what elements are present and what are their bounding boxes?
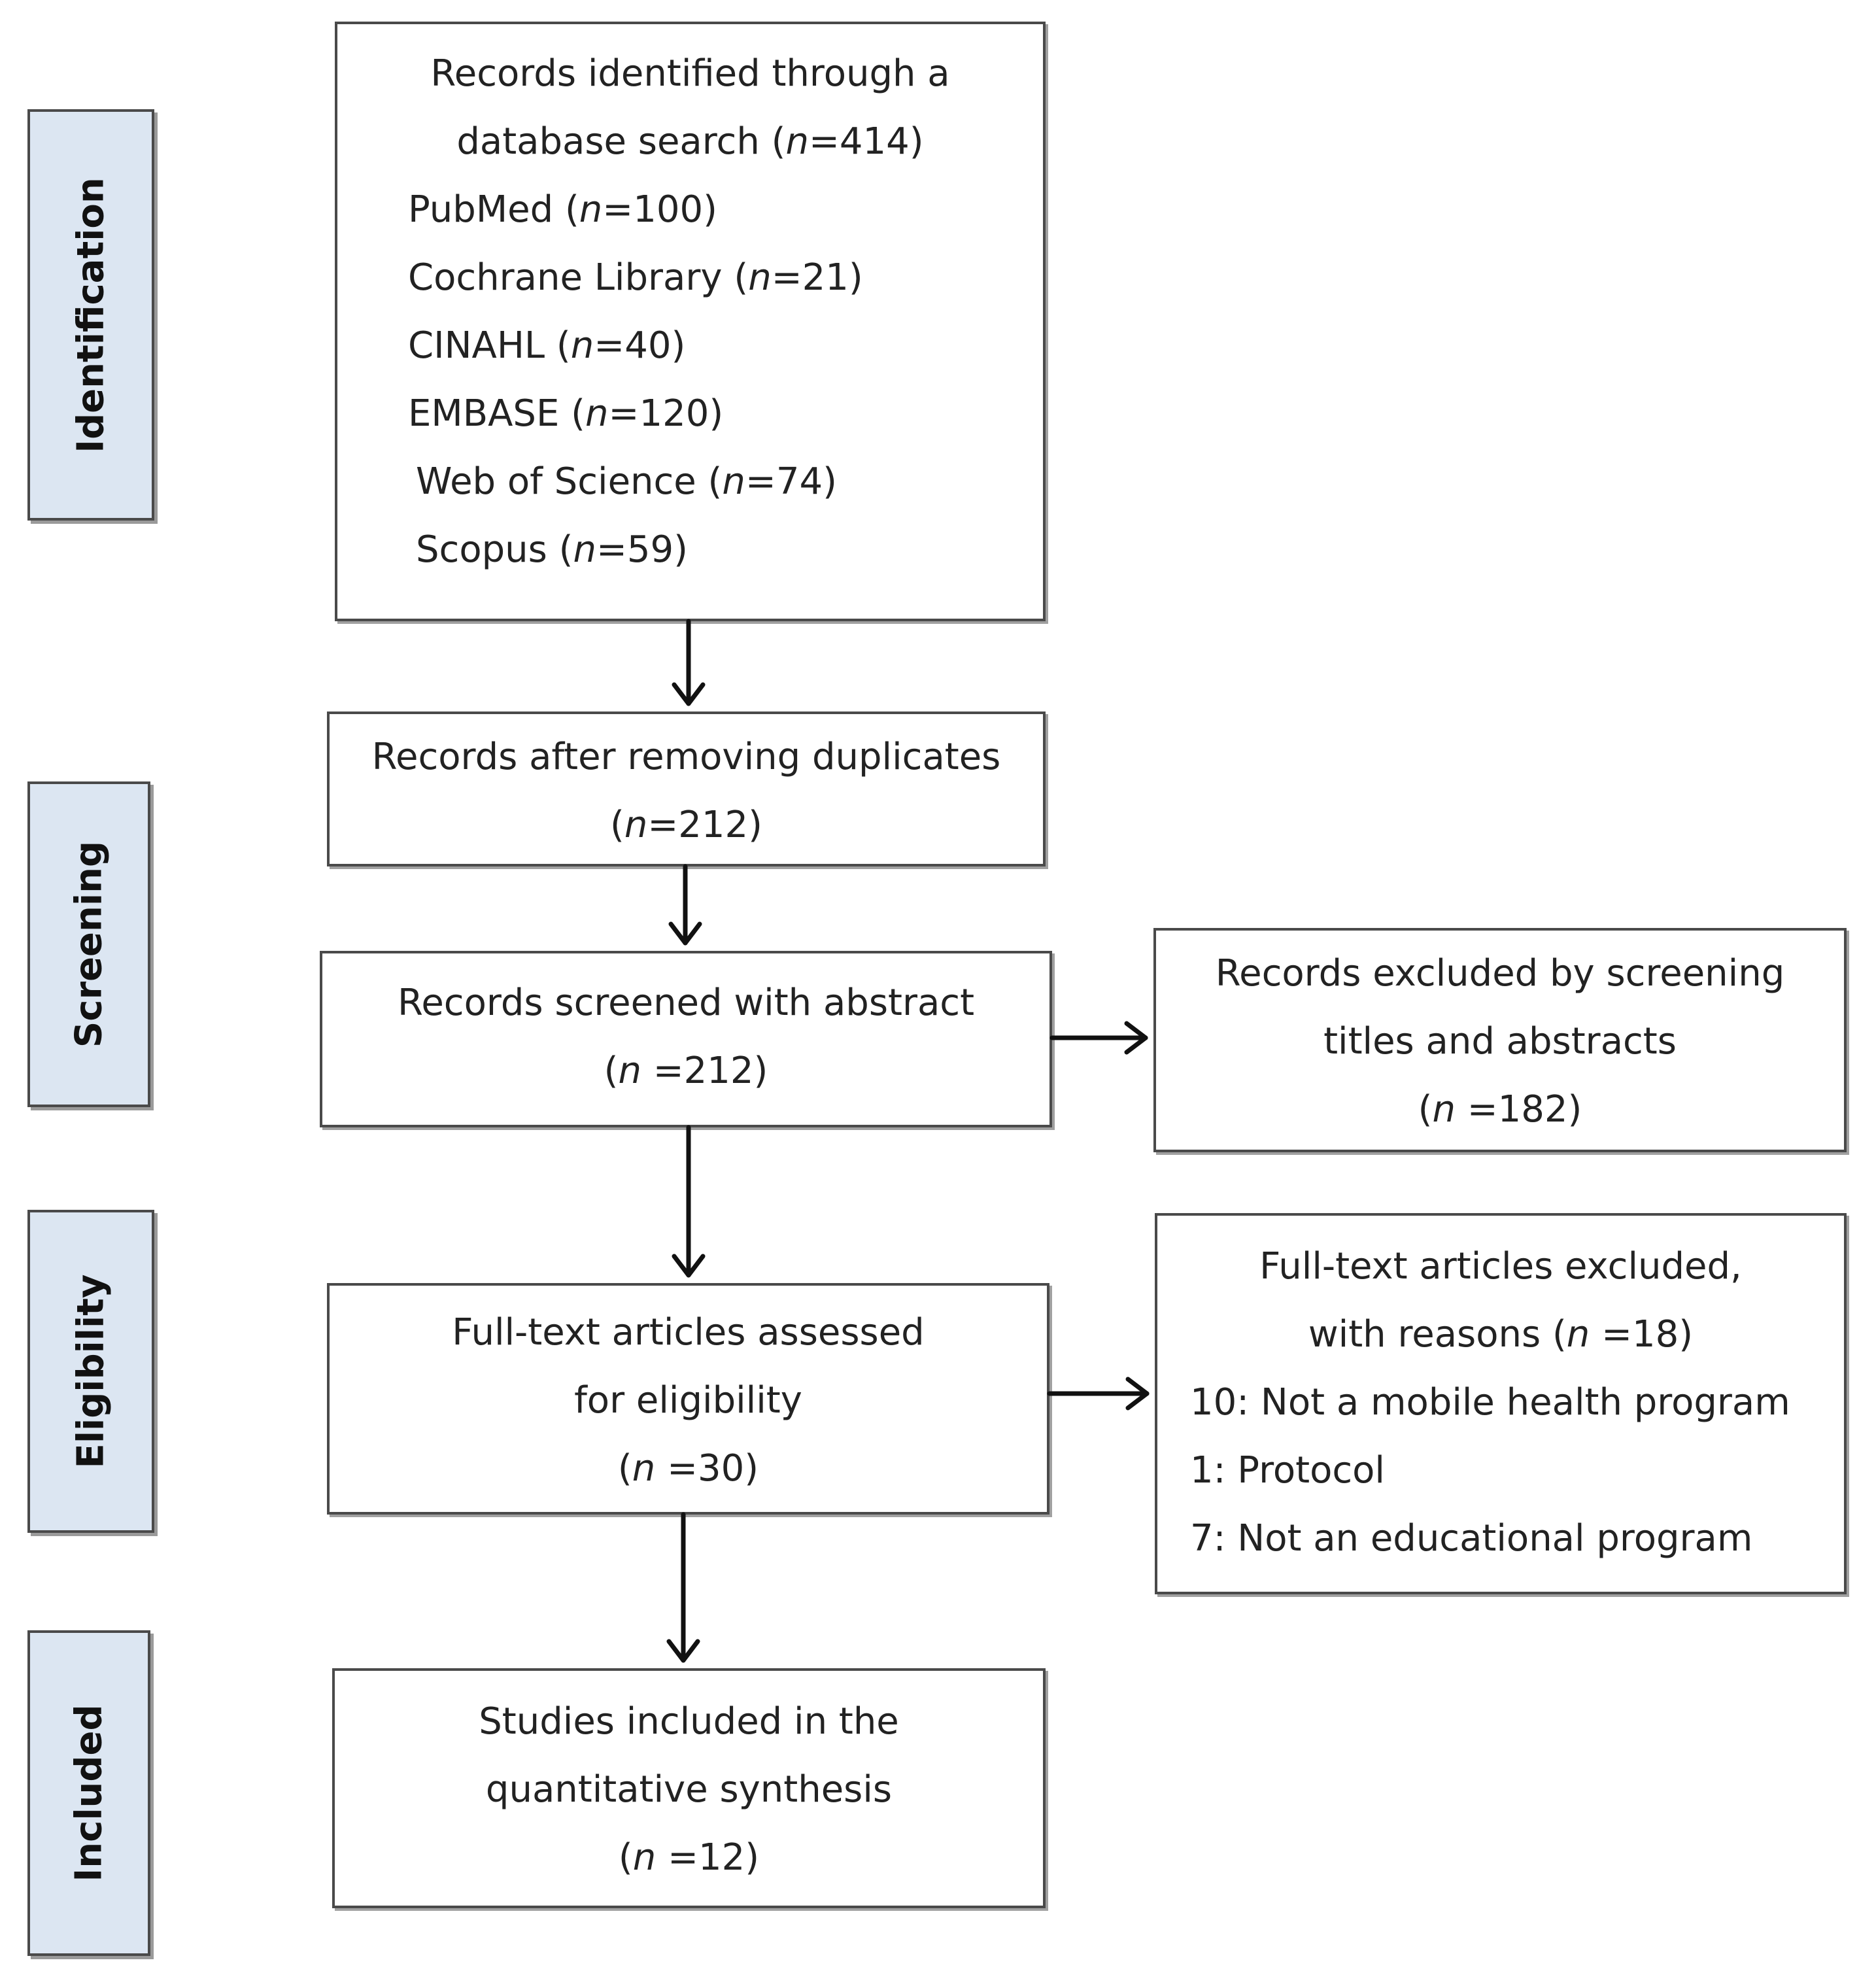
count-value: =18) <box>1590 1313 1694 1356</box>
source-count: =40) <box>594 324 686 367</box>
fulltext-line-1: Full-text articles assessed <box>452 1311 925 1354</box>
n-symbol: n <box>618 1050 641 1092</box>
n-symbol: n <box>632 1447 656 1490</box>
source-count: =21) <box>771 256 863 299</box>
source-count: =120) <box>608 392 724 435</box>
n-symbol: n <box>579 188 603 231</box>
identified-total-pre: database search ( <box>456 120 786 163</box>
n-symbol: n <box>1432 1088 1456 1131</box>
identified-line-1: Records identified through a <box>430 52 950 95</box>
fulltext-line-2: for eligibility <box>574 1379 802 1422</box>
excluded-screening-line-1: Records excluded by screening <box>1215 952 1785 995</box>
source-count: =100) <box>602 188 717 231</box>
screened-count: (n =212) <box>322 1037 1049 1105</box>
n-symbol: n <box>1566 1313 1590 1356</box>
count-open: ( <box>1418 1088 1433 1131</box>
count-open: ( <box>609 804 624 846</box>
n-symbol: n <box>748 256 772 299</box>
count-value: =182) <box>1455 1088 1582 1131</box>
source-name: Cochrane Library ( <box>408 256 749 299</box>
phase-screening: Screening <box>27 781 150 1107</box>
fulltext-assessed-box: Full-text articles assessed for eligibil… <box>327 1283 1049 1515</box>
arrow-fulltext-to-included <box>666 1512 700 1663</box>
arrow-identified-to-deduplicated <box>672 619 706 706</box>
phase-identification: Identification <box>27 109 154 521</box>
screened-line-1: Records screened with abstract <box>397 982 975 1024</box>
source-embase: EMBASE (n=120) <box>408 380 1043 448</box>
included-line-1: Studies included in the <box>479 1700 899 1743</box>
screened-records-box: Records screened with abstract (n =212) <box>320 951 1052 1127</box>
excluded-fulltext-line-1: Full-text articles excluded, <box>1259 1245 1742 1288</box>
excluded-fulltext-box: Full-text articles excluded, with reason… <box>1155 1213 1847 1594</box>
source-name: EMBASE ( <box>408 392 586 435</box>
phase-included: Included <box>27 1630 150 1956</box>
source-cinahl: CINAHL (n=40) <box>408 312 1043 380</box>
exclusion-reason-list: 10: Not a mobile health program 1: Proto… <box>1157 1369 1844 1573</box>
identified-total-post: =414) <box>808 120 924 163</box>
exclusion-reason: 7: Not an educational program <box>1190 1517 1753 1560</box>
source-cochrane: Cochrane Library (n=21) <box>408 244 1043 312</box>
count-value: =212) <box>647 804 762 846</box>
source-count: =59) <box>596 528 688 571</box>
count-label: with reasons ( <box>1308 1313 1567 1356</box>
exclusion-reason: 1: Protocol <box>1190 1449 1385 1492</box>
n-symbol: n <box>573 528 596 571</box>
count-value: =12) <box>656 1836 760 1879</box>
excluded-screening-box: Records excluded by screening titles and… <box>1153 928 1847 1152</box>
count-open: ( <box>604 1050 619 1092</box>
deduplicated-line-1: Records after removing duplicates <box>371 736 1001 778</box>
included-studies-box: Studies included in the quantitative syn… <box>332 1668 1046 1908</box>
source-name: Web of Science ( <box>416 460 723 503</box>
included-count: (n =12) <box>335 1824 1043 1892</box>
count-value: =212) <box>641 1050 768 1092</box>
excluded-screening-count: (n =182) <box>1156 1076 1844 1144</box>
excluded-fulltext-line-2: with reasons (n =18) <box>1157 1301 1844 1369</box>
database-source-list: PubMed (n=100) Cochrane Library (n=21) C… <box>337 176 1043 584</box>
arrow-screened-to-fulltext <box>672 1125 706 1278</box>
count-value: =30) <box>655 1447 759 1490</box>
included-line-2: quantitative synthesis <box>485 1768 893 1811</box>
arrow-screened-to-excluded <box>1049 1021 1148 1055</box>
arrow-deduplicated-to-screened <box>668 864 702 946</box>
phase-eligibility: Eligibility <box>27 1210 154 1533</box>
exclusion-reason: 10: Not a mobile health program <box>1190 1381 1790 1424</box>
excluded-screening-line-2: titles and abstracts <box>1323 1020 1677 1063</box>
deduplicated-count: (n=212) <box>330 791 1043 859</box>
source-name: PubMed ( <box>408 188 579 231</box>
n-symbol: n <box>585 392 609 435</box>
n-symbol: n <box>570 324 594 367</box>
identified-records-box: Records identified through a database se… <box>335 22 1046 621</box>
source-name: Scopus ( <box>416 528 573 571</box>
n-symbol: n <box>632 1836 657 1879</box>
n-symbol: n <box>722 460 745 503</box>
source-count: =74) <box>745 460 837 503</box>
count-open: ( <box>617 1447 632 1490</box>
identified-line-2: database search (n=414) <box>337 108 1043 176</box>
n-symbol: n <box>624 804 648 846</box>
fulltext-count: (n =30) <box>330 1435 1047 1503</box>
source-scopus: Scopus (n=59) <box>408 516 1043 584</box>
source-pubmed: PubMed (n=100) <box>408 176 1043 244</box>
count-open: ( <box>618 1836 633 1879</box>
arrow-fulltext-to-excluded <box>1047 1377 1150 1411</box>
deduplicated-records-box: Records after removing duplicates (n=212… <box>327 711 1046 866</box>
n-symbol: n <box>785 120 809 163</box>
source-name: CINAHL ( <box>408 324 571 367</box>
source-web-of-science: Web of Science (n=74) <box>408 448 1043 516</box>
